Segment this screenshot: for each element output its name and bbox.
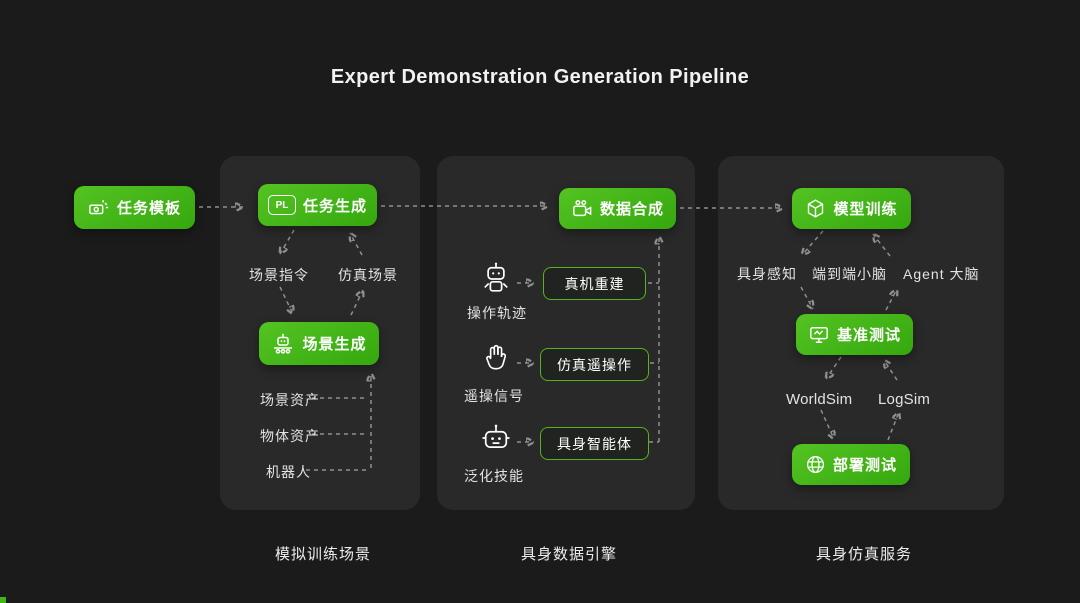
label-scene-assets: 场景资产: [260, 392, 320, 408]
label-robot-asset: 机器人: [266, 464, 311, 480]
caption-embodied-data-engine: 具身数据引擎: [521, 546, 618, 563]
robot-conveyor-icon: [274, 333, 293, 354]
node-task-generation-label: 任务生成: [302, 197, 367, 215]
node-embodied-agent-label: 具身智能体: [557, 435, 632, 452]
node-task-template: 任务模板: [74, 186, 195, 229]
node-scene-generation-label: 场景生成: [302, 336, 367, 353]
node-benchmark-test: 基准测试: [796, 314, 913, 355]
robot-icon: [478, 261, 514, 297]
label-scene-command: 场景指令: [249, 267, 309, 283]
monitor-icon: [810, 326, 828, 343]
money-task-icon: [89, 199, 109, 214]
label-sim-scene: 仿真场景: [338, 267, 398, 283]
globe-icon: [806, 455, 825, 474]
node-data-synthesis-label: 数据合成: [599, 201, 664, 218]
node-task-generation: PL 任务生成: [258, 184, 377, 226]
caption-embodied-sim-service: 具身仿真服务: [816, 546, 913, 563]
page-corner-accent: [0, 597, 6, 603]
label-logsim: LogSim: [878, 391, 931, 408]
node-task-template-label: 任务模板: [116, 200, 181, 217]
node-sim-teleoperation: 仿真遥操作: [540, 348, 649, 381]
label-object-assets: 物体资产: [260, 428, 320, 444]
node-sim-teleoperation-label: 仿真遥操作: [557, 356, 632, 373]
label-end-to-end-cerebellum: 端到端小脑: [812, 266, 887, 282]
label-agent-brain: Agent 大脑: [903, 266, 980, 282]
node-model-training: 模型训练: [792, 188, 911, 229]
pl-icon: PL: [267, 195, 296, 215]
node-data-synthesis: 数据合成: [559, 188, 676, 229]
label-teleop-signal: 遥操信号: [464, 388, 524, 404]
node-real-machine-reconstruction: 真机重建: [543, 267, 646, 300]
label-operation-trajectory: 操作轨迹: [467, 305, 527, 321]
label-embodied-perception: 具身感知: [737, 266, 797, 282]
label-worldsim: WorldSim: [786, 391, 853, 408]
robot-head-icon: [478, 422, 514, 454]
node-embodied-agent: 具身智能体: [540, 427, 649, 460]
cube-icon: [808, 199, 824, 218]
camera-icon: [573, 199, 592, 216]
node-model-training-label: 模型训练: [833, 201, 898, 218]
glove-icon: [478, 343, 514, 373]
node-scene-generation: 场景生成: [259, 322, 379, 365]
node-deployment-test-label: 部署测试: [832, 457, 897, 474]
node-real-machine-reconstruction-label: 真机重建: [564, 275, 625, 292]
node-benchmark-test-label: 基准测试: [836, 327, 901, 344]
caption-simulation-training: 模拟训练场景: [275, 546, 372, 563]
node-deployment-test: 部署测试: [792, 444, 910, 485]
label-generalized-skill: 泛化技能: [464, 468, 524, 484]
page-title: Expert Demonstration Generation Pipeline: [330, 66, 750, 88]
